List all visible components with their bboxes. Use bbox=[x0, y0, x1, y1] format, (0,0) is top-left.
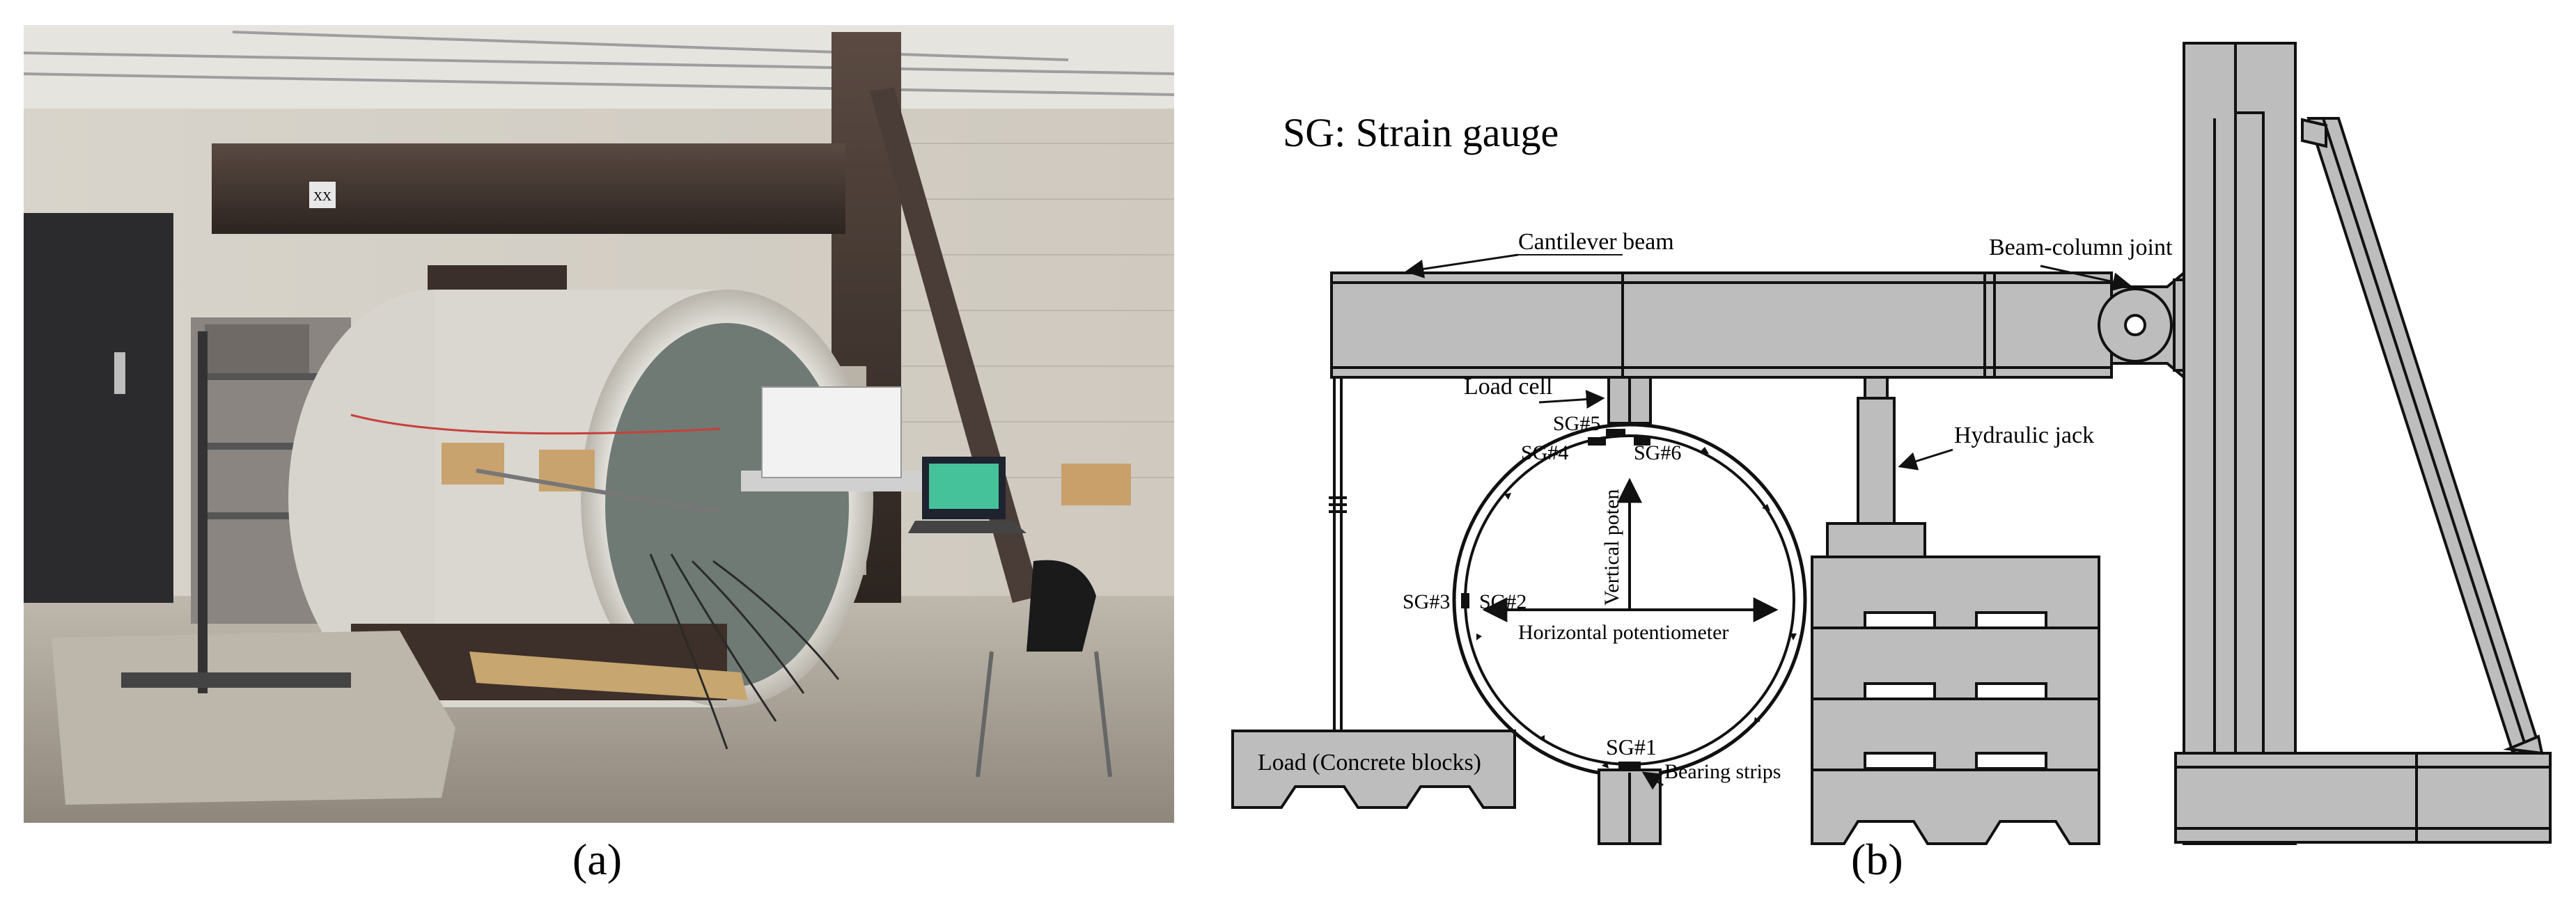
pointer-load-cell bbox=[1538, 390, 1605, 409]
ring-markers bbox=[1476, 447, 1797, 769]
load-hanger-rod bbox=[1329, 377, 1347, 731]
lab-test-photo: XX bbox=[24, 25, 1174, 823]
label-sg6: SG#6 bbox=[1634, 441, 1681, 464]
stand-base bbox=[121, 672, 351, 688]
label-beam-column-joint: Beam-column joint bbox=[1989, 235, 2173, 260]
ceiling-cable-tray bbox=[24, 31, 1174, 96]
label-sg1: SG#1 bbox=[1606, 734, 1657, 759]
pointer-bearing-strips bbox=[1641, 771, 1664, 790]
label-sg3: SG#3 bbox=[1403, 590, 1450, 613]
beam-column-joint bbox=[2098, 269, 2185, 381]
cantilever-beam bbox=[1330, 271, 2113, 379]
wooden-bearing-strip bbox=[469, 652, 748, 700]
legend-strain-gauge: SG: Strain gauge bbox=[1283, 110, 1559, 155]
stand-pole bbox=[198, 331, 208, 693]
door-handle bbox=[114, 352, 125, 394]
beam-tag-text: XX bbox=[313, 189, 331, 203]
data-cables bbox=[649, 553, 840, 750]
diagonal-brace bbox=[2301, 117, 2544, 755]
label-cantilever-beam: Cantilever beam bbox=[1518, 229, 1674, 255]
caption-a: (a) bbox=[572, 835, 623, 884]
potentiometer-frame bbox=[442, 443, 721, 514]
test-setup-schematic: SG: Strain gauge Beam-column joint Canti… bbox=[1231, 42, 2552, 845]
label-vertical-poten: Vertical poten bbox=[1600, 489, 1623, 606]
load-cell bbox=[1607, 376, 1652, 425]
data-logger bbox=[761, 386, 902, 478]
steel-door bbox=[24, 213, 173, 603]
beam-tag bbox=[309, 182, 336, 208]
label-horizontal-potentiometer: Horizontal potentiometer bbox=[1518, 621, 1728, 644]
label-sg5: SG#5 bbox=[1553, 412, 1600, 435]
hydraulic-jack bbox=[1826, 376, 1926, 558]
label-hydraulic-jack: Hydraulic jack bbox=[1954, 423, 2094, 448]
cantilever-beam-photo bbox=[212, 143, 845, 234]
jack-support-blocks bbox=[1811, 556, 2100, 845]
ceiling bbox=[24, 25, 1174, 109]
strain-gauges bbox=[1461, 429, 1650, 770]
label-bearing-strips: Bearing strips bbox=[1664, 760, 1781, 783]
label-sg4: SG#4 bbox=[1521, 441, 1568, 464]
label-load-blocks: Load (Concrete blocks) bbox=[1258, 750, 1481, 775]
front-concrete-block bbox=[52, 631, 455, 805]
chair bbox=[976, 560, 1112, 778]
pointer-beam-column-joint bbox=[2040, 265, 2132, 291]
cardboard-box bbox=[1061, 464, 1131, 505]
pointer-cantilever-beam bbox=[1405, 253, 1519, 278]
bearing-support bbox=[1598, 769, 1662, 845]
label-load-cell: Load cell bbox=[1464, 374, 1552, 400]
load-concrete-blocks bbox=[1231, 730, 1516, 809]
reaction-column bbox=[2174, 42, 2552, 845]
caption-b: (b) bbox=[1851, 835, 1903, 884]
pointer-hydraulic-jack bbox=[1898, 448, 1953, 471]
laptop bbox=[908, 457, 1027, 533]
